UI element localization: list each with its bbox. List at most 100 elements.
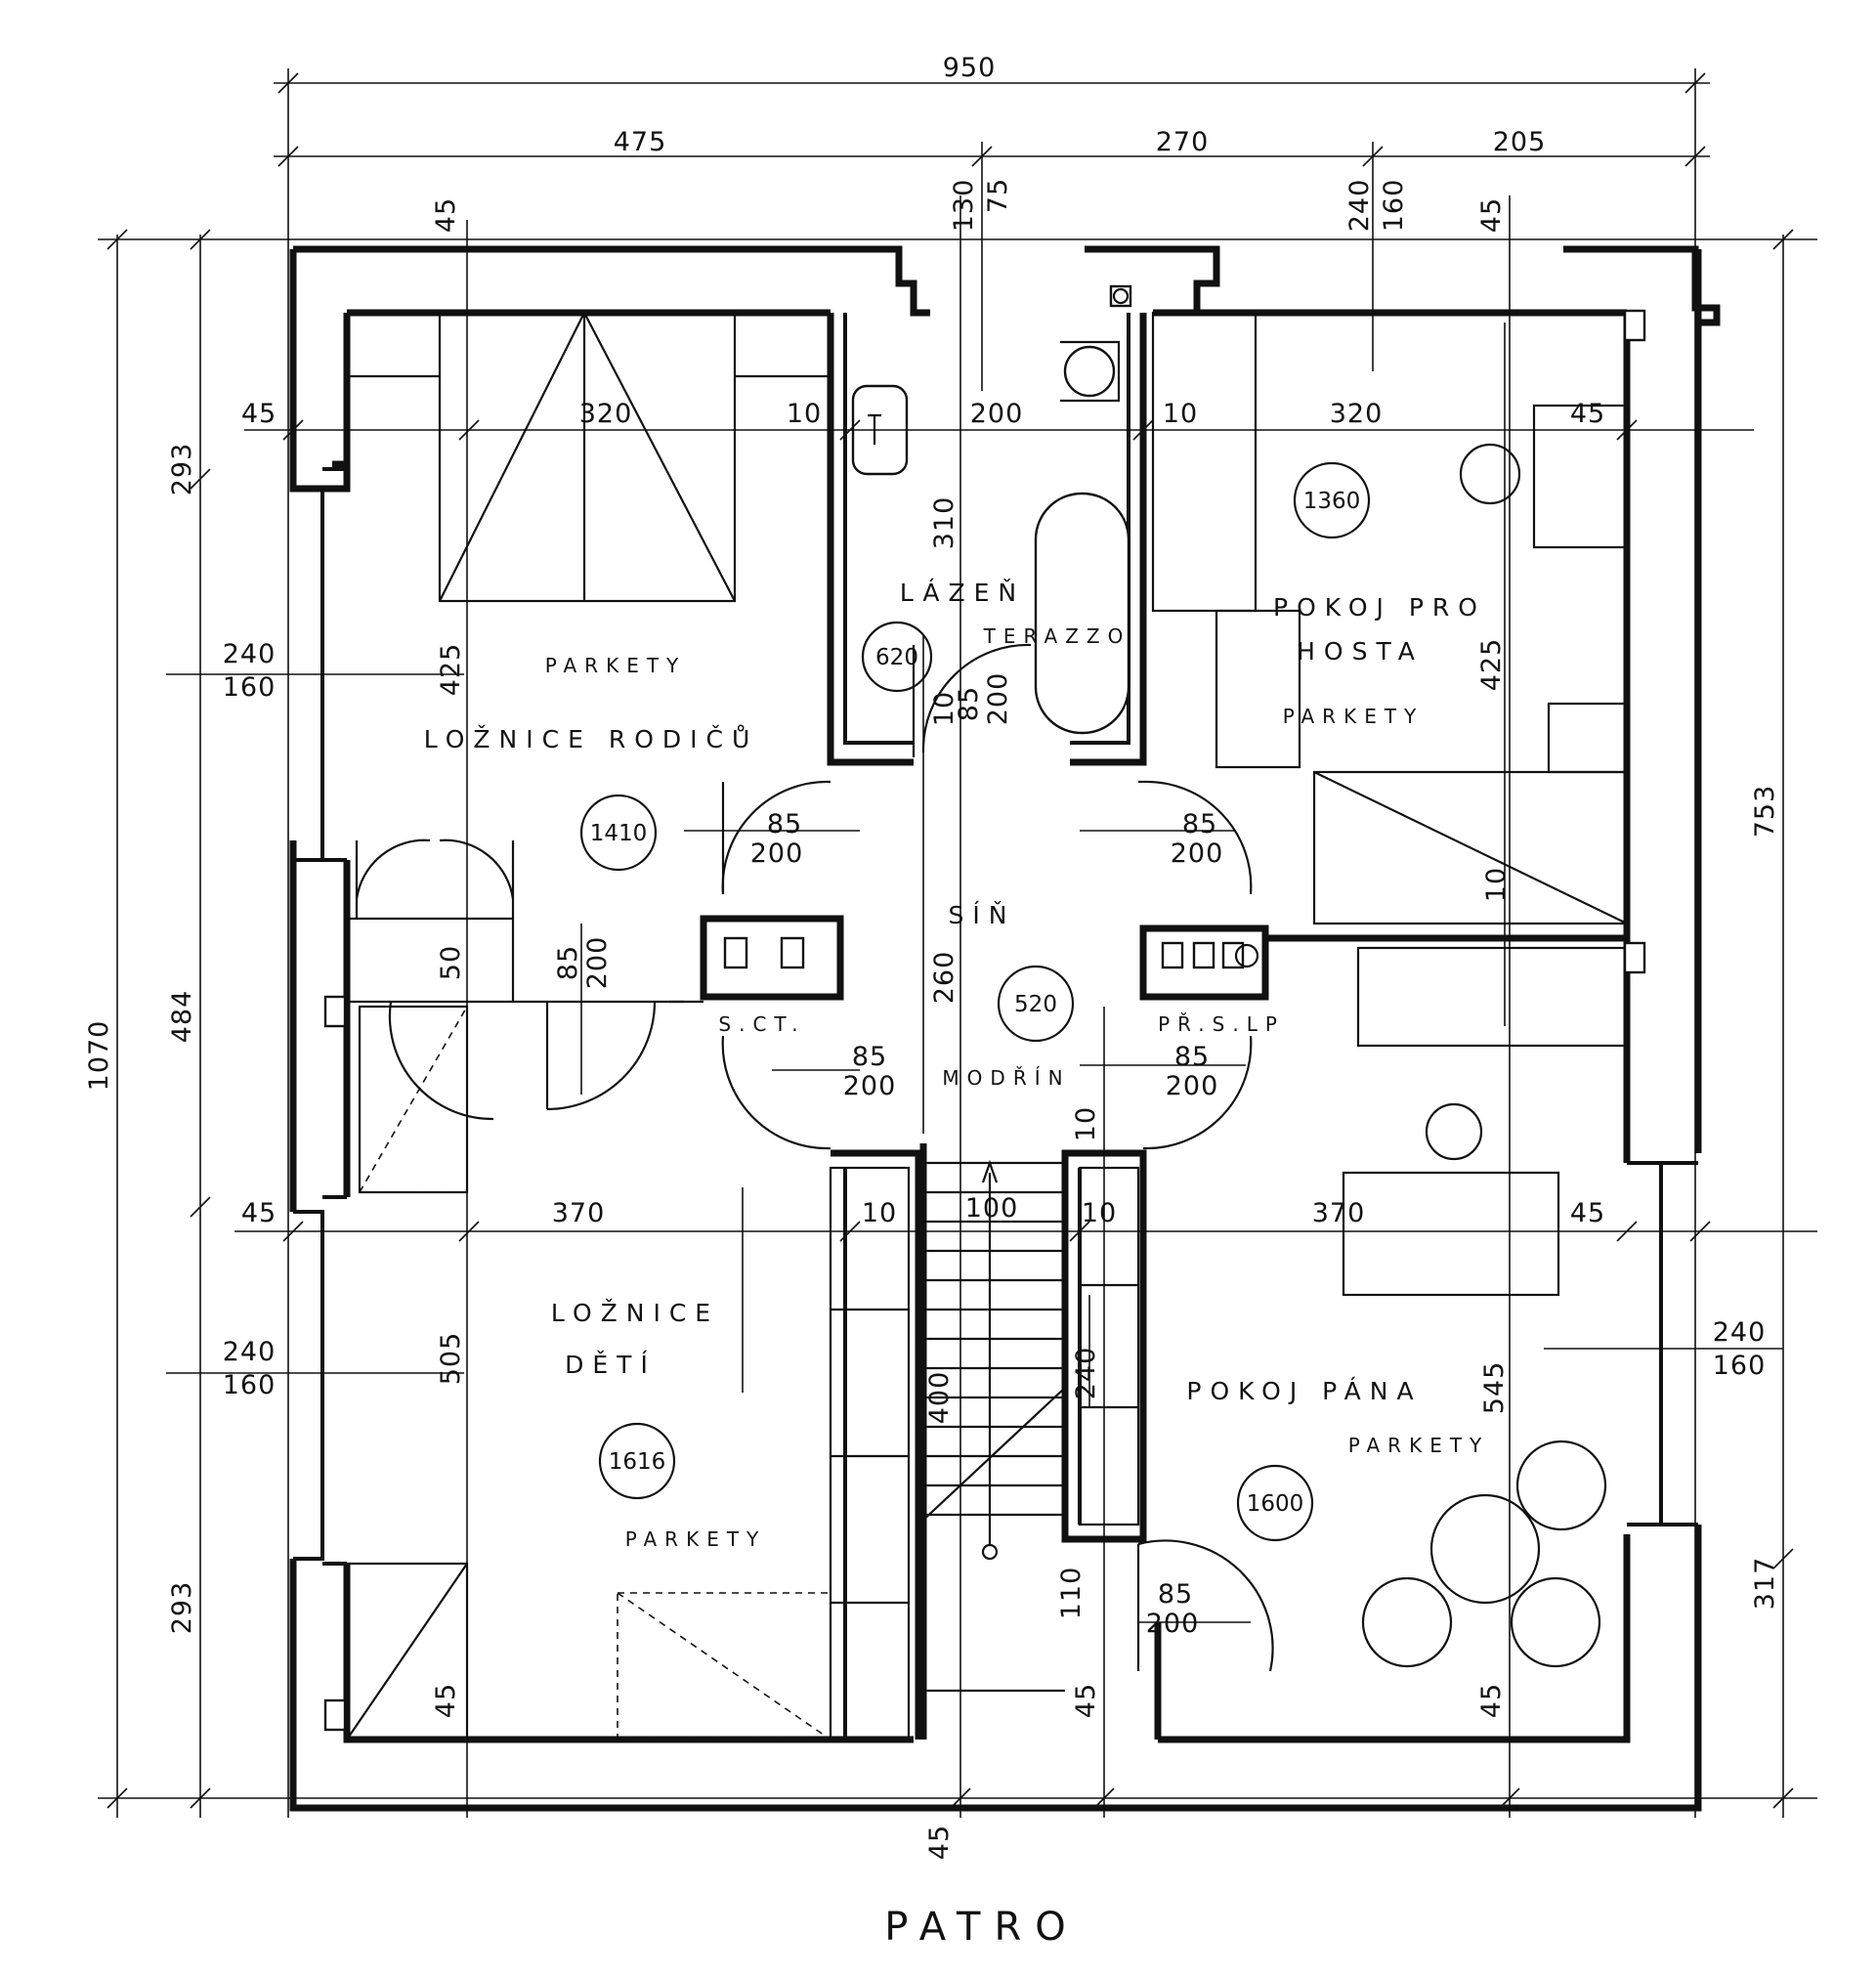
dim-left-chain-3: 293 xyxy=(167,1581,197,1635)
dim-wall-10: 10 xyxy=(1082,1198,1117,1228)
dim-window-h: 160 xyxy=(223,1370,277,1400)
guest-room-name-1: POKOJ PRO xyxy=(1273,593,1486,622)
staircase xyxy=(917,1159,1067,1740)
shelf-unit xyxy=(1078,1166,1140,1526)
dim-door-h: 200 xyxy=(750,838,804,869)
hall-area: 520 xyxy=(1014,992,1057,1017)
dim-bath-window-2: 75 xyxy=(983,178,1013,213)
bathroom-name: LÁZEŇ xyxy=(900,579,1025,607)
dimension-labels: 950 475 270 205 45 130 75 240 160 45 45 … xyxy=(84,53,1780,1860)
dim-height: 545 xyxy=(1479,1361,1510,1415)
chimney-shafts xyxy=(323,309,1646,1732)
dim-height: 425 xyxy=(436,643,466,697)
dim-wall: 45 xyxy=(1570,399,1605,429)
dim-bath-width: 200 xyxy=(970,399,1024,429)
dim-door-h: 200 xyxy=(1146,1609,1200,1639)
vent xyxy=(323,1698,347,1732)
flue xyxy=(780,936,805,969)
vent xyxy=(1623,941,1646,974)
door-swing xyxy=(545,1001,657,1111)
master-room-floor: PARKETY xyxy=(1348,1434,1490,1457)
door-swing xyxy=(388,1001,494,1121)
dim-width-mid: 270 xyxy=(1156,127,1210,157)
hall-label-right: PŘ.S.LP xyxy=(1158,1012,1285,1036)
parents-bedroom-area: 1410 xyxy=(590,821,648,846)
area-circle xyxy=(997,965,1075,1043)
dim-overall-height: 1070 xyxy=(84,1020,114,1092)
armchair xyxy=(1515,1440,1607,1531)
dim-wall: 45 xyxy=(1476,1683,1507,1718)
dim-wall: 45 xyxy=(431,197,461,233)
flue xyxy=(1161,941,1184,969)
children-bedroom-floor: PARKETY xyxy=(625,1527,767,1551)
guest-room-name-2: HOSTA xyxy=(1297,637,1424,666)
room-labels: PARKETY LOŽNICE RODIČŮ 1410 LÁZEŇ TERAZZ… xyxy=(424,461,1490,1551)
dim-width-left: 475 xyxy=(614,127,667,157)
dim-door-w: 85 xyxy=(1158,1579,1193,1610)
dim-niche: 50 xyxy=(436,945,466,980)
shelf-unit xyxy=(829,1166,911,1741)
shelf xyxy=(1547,702,1629,774)
chair xyxy=(1459,443,1521,505)
round-table xyxy=(1429,1493,1541,1605)
dim-bath-height: 310 xyxy=(929,496,959,550)
dim-wall-10: 10 xyxy=(862,1198,897,1228)
toilet xyxy=(1063,345,1116,398)
dim-wall-10: 10 xyxy=(1481,867,1512,902)
guest-room-area: 1360 xyxy=(1303,489,1361,514)
area-circle xyxy=(1236,1464,1314,1542)
dim-stair-run: 400 xyxy=(924,1371,955,1425)
dim-left-chain-2: 484 xyxy=(167,990,197,1044)
cabinet xyxy=(1215,609,1301,769)
master-room-area: 1600 xyxy=(1247,1491,1304,1517)
door-swing xyxy=(1142,1035,1253,1150)
dim-window-w: 240 xyxy=(1713,1317,1767,1348)
master-room-name: POKOJ PÁNA xyxy=(1186,1377,1422,1405)
dim-room-width: 320 xyxy=(1330,399,1384,429)
double-bed xyxy=(438,311,737,603)
dim-overall-width: 950 xyxy=(943,53,997,83)
dim-wall-10: 10 xyxy=(1071,1106,1101,1141)
dim-door-w: 85 xyxy=(954,686,984,721)
area-circle xyxy=(579,794,658,872)
wardrobe xyxy=(1151,311,1258,613)
dim-door-w: 85 xyxy=(1174,1042,1210,1072)
dim-width-right: 205 xyxy=(1493,127,1547,157)
dim-door-h: 200 xyxy=(1171,838,1224,869)
exterior-walls xyxy=(289,245,1721,1812)
children-bedroom-name-2: DĚTÍ xyxy=(565,1351,657,1379)
dim-window-h: 160 xyxy=(223,672,277,703)
dim-hall-height: 260 xyxy=(929,951,959,1005)
wardrobe-doors xyxy=(355,838,515,900)
desk xyxy=(1532,404,1629,549)
dim-shelf: 240 xyxy=(1071,1347,1101,1400)
bathtub xyxy=(1034,492,1130,735)
dim-door-w: 85 xyxy=(852,1042,887,1072)
dim-left-chain-1: 293 xyxy=(167,443,197,496)
flue xyxy=(723,936,748,969)
plan-caption: PATRO xyxy=(884,1905,1080,1950)
armchair xyxy=(1361,1576,1453,1668)
door-swing xyxy=(1142,780,1253,895)
sideboard xyxy=(1356,946,1629,1048)
hall-floor: MODŘÍN xyxy=(942,1066,1070,1090)
dim-window-h: 160 xyxy=(1713,1351,1767,1381)
dim-bath-window: 130 xyxy=(949,179,979,233)
area-circle xyxy=(1293,461,1371,539)
dim-small: 110 xyxy=(1056,1567,1087,1620)
dim-right-chain-1: 753 xyxy=(1750,785,1780,838)
dim-door-h: 200 xyxy=(983,672,1013,726)
dim-door-w: 85 xyxy=(1182,809,1217,839)
children-bedroom-area: 1616 xyxy=(609,1449,666,1475)
dim-wall-10: 10 xyxy=(1163,399,1198,429)
dim-room-width: 320 xyxy=(579,399,633,429)
area-circle xyxy=(598,1422,676,1500)
dim-wall: 45 xyxy=(1071,1683,1101,1718)
dim-right-chain-2: 317 xyxy=(1750,1557,1780,1611)
bathroom-floor: TERAZZO xyxy=(983,624,1131,648)
parents-bedroom-name: LOŽNICE RODIČŮ xyxy=(424,724,759,753)
flue xyxy=(1192,941,1215,969)
interior-walls xyxy=(347,313,1627,1740)
hall-label-left: S.CT. xyxy=(718,1012,805,1036)
